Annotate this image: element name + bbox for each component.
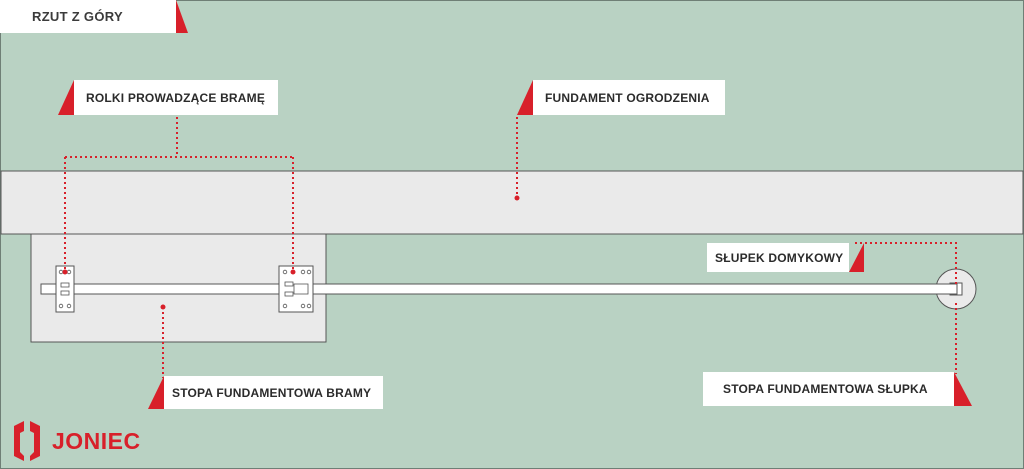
flag-gate-footing xyxy=(148,376,164,409)
label-post-footing: STOPA FUNDAMENTOWA SŁUPKA xyxy=(703,372,954,406)
flag-fence-foundation xyxy=(517,80,533,115)
label-fence-foundation: FUNDAMENT OGRODZENIA xyxy=(533,80,725,115)
fence-foundation-strip xyxy=(0,170,1024,235)
flag-home-post xyxy=(849,243,864,272)
label-fence-foundation-text: FUNDAMENT OGRODZENIA xyxy=(545,90,710,105)
view-title: RZUT Z GÓRY xyxy=(32,9,123,24)
label-guide-rollers: ROLKI PROWADZĄCE BRAMĘ xyxy=(74,80,278,115)
brand-name: JONIEC xyxy=(52,427,141,454)
label-gate-footing: STOPA FUNDAMENTOWA BRAMY xyxy=(164,376,383,409)
gate-rail xyxy=(40,283,958,295)
label-post-footing-text: STOPA FUNDAMENTOWA SŁUPKA xyxy=(723,382,928,396)
view-title-tab: RZUT Z GÓRY xyxy=(0,0,188,33)
guide-roller-right xyxy=(278,265,314,313)
label-home-post-text: SŁUPEK DOMYKOWY xyxy=(715,250,844,265)
leader-guide-rollers xyxy=(64,117,294,270)
flag-guide-rollers xyxy=(58,80,74,115)
leader-dot-fence-foundation xyxy=(514,195,520,201)
label-home-post: SŁUPEK DOMYKOWY xyxy=(707,243,849,272)
title-tab-bg xyxy=(0,0,176,33)
guide-roller-left xyxy=(55,265,75,313)
label-guide-rollers-text: ROLKI PROWADZĄCE BRAMĘ xyxy=(86,90,266,105)
leader-home-post xyxy=(855,242,957,285)
flag-post-footing xyxy=(954,372,972,406)
joniec-logo-icon xyxy=(14,421,40,461)
brand-logo: JONIEC xyxy=(44,421,141,461)
leader-dot-roller-left xyxy=(62,269,68,275)
leader-dot-gate-footing xyxy=(160,304,166,310)
label-gate-footing-text: STOPA FUNDAMENTOWA BRAMY xyxy=(172,385,372,400)
leader-dot-roller-right xyxy=(290,269,296,275)
